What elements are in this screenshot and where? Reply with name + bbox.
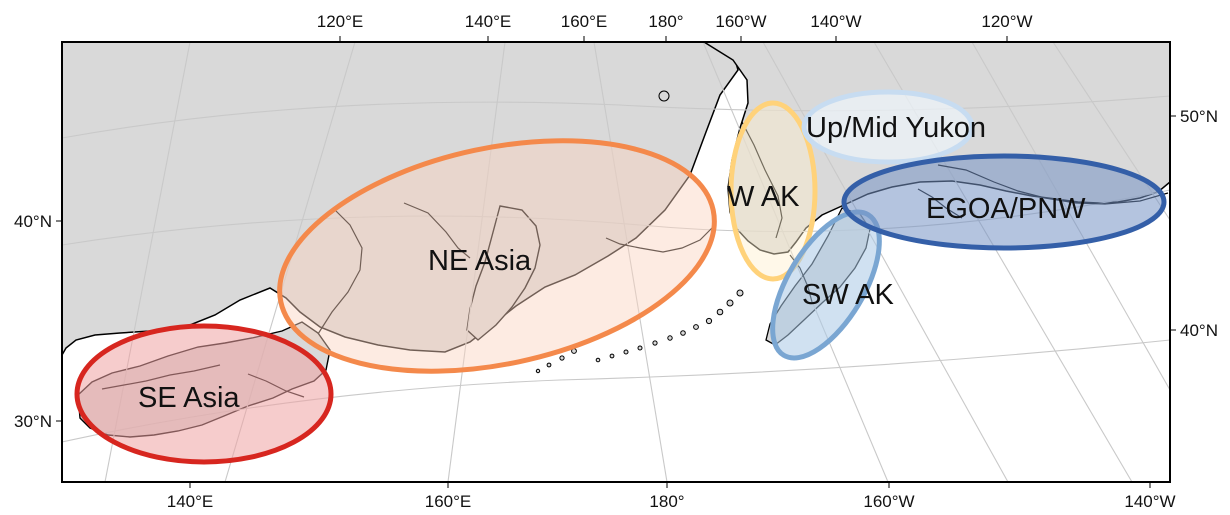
bottom-tick-label-160e: 160°E [425,492,472,511]
left-tick-label-30n: 30°N [14,412,52,431]
island-chains [535,90,744,374]
region-label-w-ak: W AK [727,181,800,213]
top-tick-label-140e: 140°E [465,12,512,31]
bottom-tick-label-160w: 160°W [863,492,914,511]
right-axis: 50°N 40°N [1170,107,1218,340]
right-tick-label-40n: 40°N [1180,321,1218,340]
region-labels: SE Asia NE Asia W AK SW AK Up/Mid Yukon … [138,112,1086,414]
top-axis: 120°E 140°E 160°E 180° 160°W 140°W 120°W [317,12,1033,42]
region-label-egoa-pnw: EGOA/PNW [926,193,1086,225]
region-label-sw-ak: SW AK [802,279,895,311]
region-up-mid-yukon [801,89,975,165]
top-tick-label-120e: 120°E [317,12,364,31]
top-tick-label-160w: 160°W [715,12,766,31]
bottom-axis: 140°E 160°E 180° 160°W 140°W [167,482,1176,511]
left-axis: 40°N 30°N [14,212,62,431]
map-frame [61,41,1171,483]
region-se-asia [74,323,334,465]
kamchatka-peninsula [466,205,541,341]
region-label-ne-asia: NE Asia [428,245,532,277]
top-tick-label-180: 180° [648,12,683,31]
bottom-tick-label-140w: 140°W [1124,492,1175,511]
region-label-up-mid-yukon: Up/Mid Yukon [806,112,986,144]
top-tick-label-160e: 160°E [561,12,608,31]
region-w-ak [728,100,818,282]
region-egoa-pnw [841,153,1167,251]
asia-landmass [62,42,739,357]
top-tick-label-140w: 140°W [810,12,861,31]
bottom-tick-label-140e: 140°E [167,492,214,511]
region-ne-asia [277,138,717,374]
region-label-se-asia: SE Asia [138,382,240,414]
left-tick-label-40n: 40°N [14,212,52,231]
region-layer [74,89,1167,465]
top-tick-label-120w: 120°W [981,12,1032,31]
right-tick-label-50n: 50°N [1180,107,1218,126]
bottom-tick-label-180: 180° [649,492,684,511]
